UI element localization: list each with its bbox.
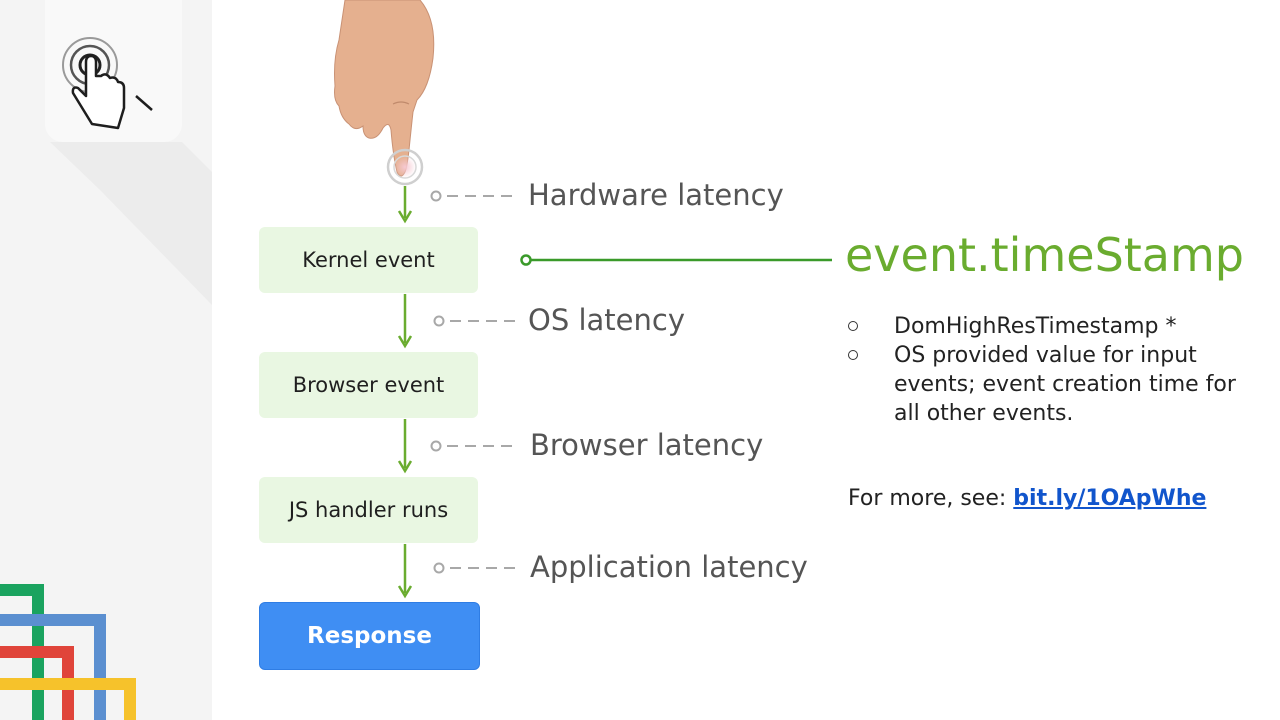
- browser-event-node: Browser event: [259, 352, 478, 418]
- application-latency-label: Application latency: [530, 550, 808, 584]
- bullet-circle-icon: [848, 321, 858, 331]
- kernel-event-label: Kernel event: [302, 248, 435, 272]
- google-developers-logo: [0, 584, 136, 720]
- bullet-text: DomHighResTimestamp *: [894, 314, 1177, 339]
- more-info-link[interactable]: bit.ly/1OApWhe: [1013, 486, 1207, 511]
- more-info-line: For more, see: bit.ly/1OApWhe: [848, 486, 1206, 511]
- more-info-prefix: For more, see:: [848, 486, 1014, 511]
- pointing-hand-icon: [334, 0, 435, 186]
- tap-gesture-icon: [62, 37, 153, 130]
- kernel-event-node: Kernel event: [259, 227, 478, 293]
- browser-latency-label: Browser latency: [530, 428, 764, 462]
- timestamp-bullet-list: DomHighResTimestamp * OS provided value …: [848, 312, 1248, 428]
- response-label: Response: [307, 623, 432, 649]
- bullet-item: OS provided value for input events; even…: [848, 341, 1248, 428]
- os-latency-label: OS latency: [528, 303, 685, 337]
- timestamp-title: event.timeStamp: [845, 228, 1244, 282]
- browser-event-label: Browser event: [292, 373, 445, 397]
- js-handler-label: JS handler runs: [288, 498, 449, 522]
- left-band-shadow: [45, 142, 212, 305]
- js-handler-node: JS handler runs: [259, 477, 478, 543]
- bullet-text: OS provided value for input events; even…: [894, 343, 1236, 426]
- bullet-circle-icon: [848, 350, 858, 360]
- hardware-latency-label: Hardware latency: [528, 178, 784, 212]
- bullet-item: DomHighResTimestamp *: [848, 312, 1248, 341]
- response-node: Response: [259, 602, 480, 670]
